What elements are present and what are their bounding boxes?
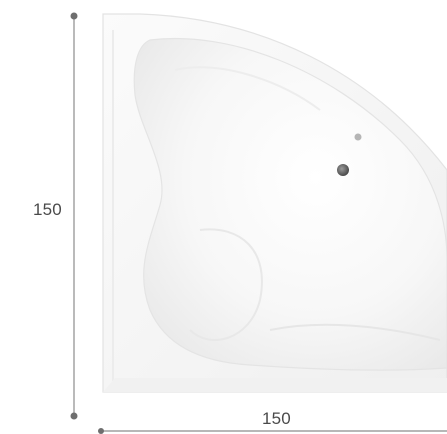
height-dimension-dot-top (70, 12, 78, 20)
tub-headrest-contour (174, 66, 321, 111)
tub-bottom-step (103, 378, 447, 392)
jet-small-icon (354, 133, 362, 141)
jet-icon (337, 164, 349, 176)
height-dimension-label: 150 (33, 200, 62, 219)
tub-seat-contour (189, 228, 263, 341)
height-dimension-dot-bottom (70, 412, 78, 420)
width-dimension-label: 150 (262, 409, 291, 428)
tub-footwell-contour (269, 323, 441, 341)
width-dimension-dot-left (98, 428, 104, 434)
tub-inner-bowl (133, 37, 447, 371)
